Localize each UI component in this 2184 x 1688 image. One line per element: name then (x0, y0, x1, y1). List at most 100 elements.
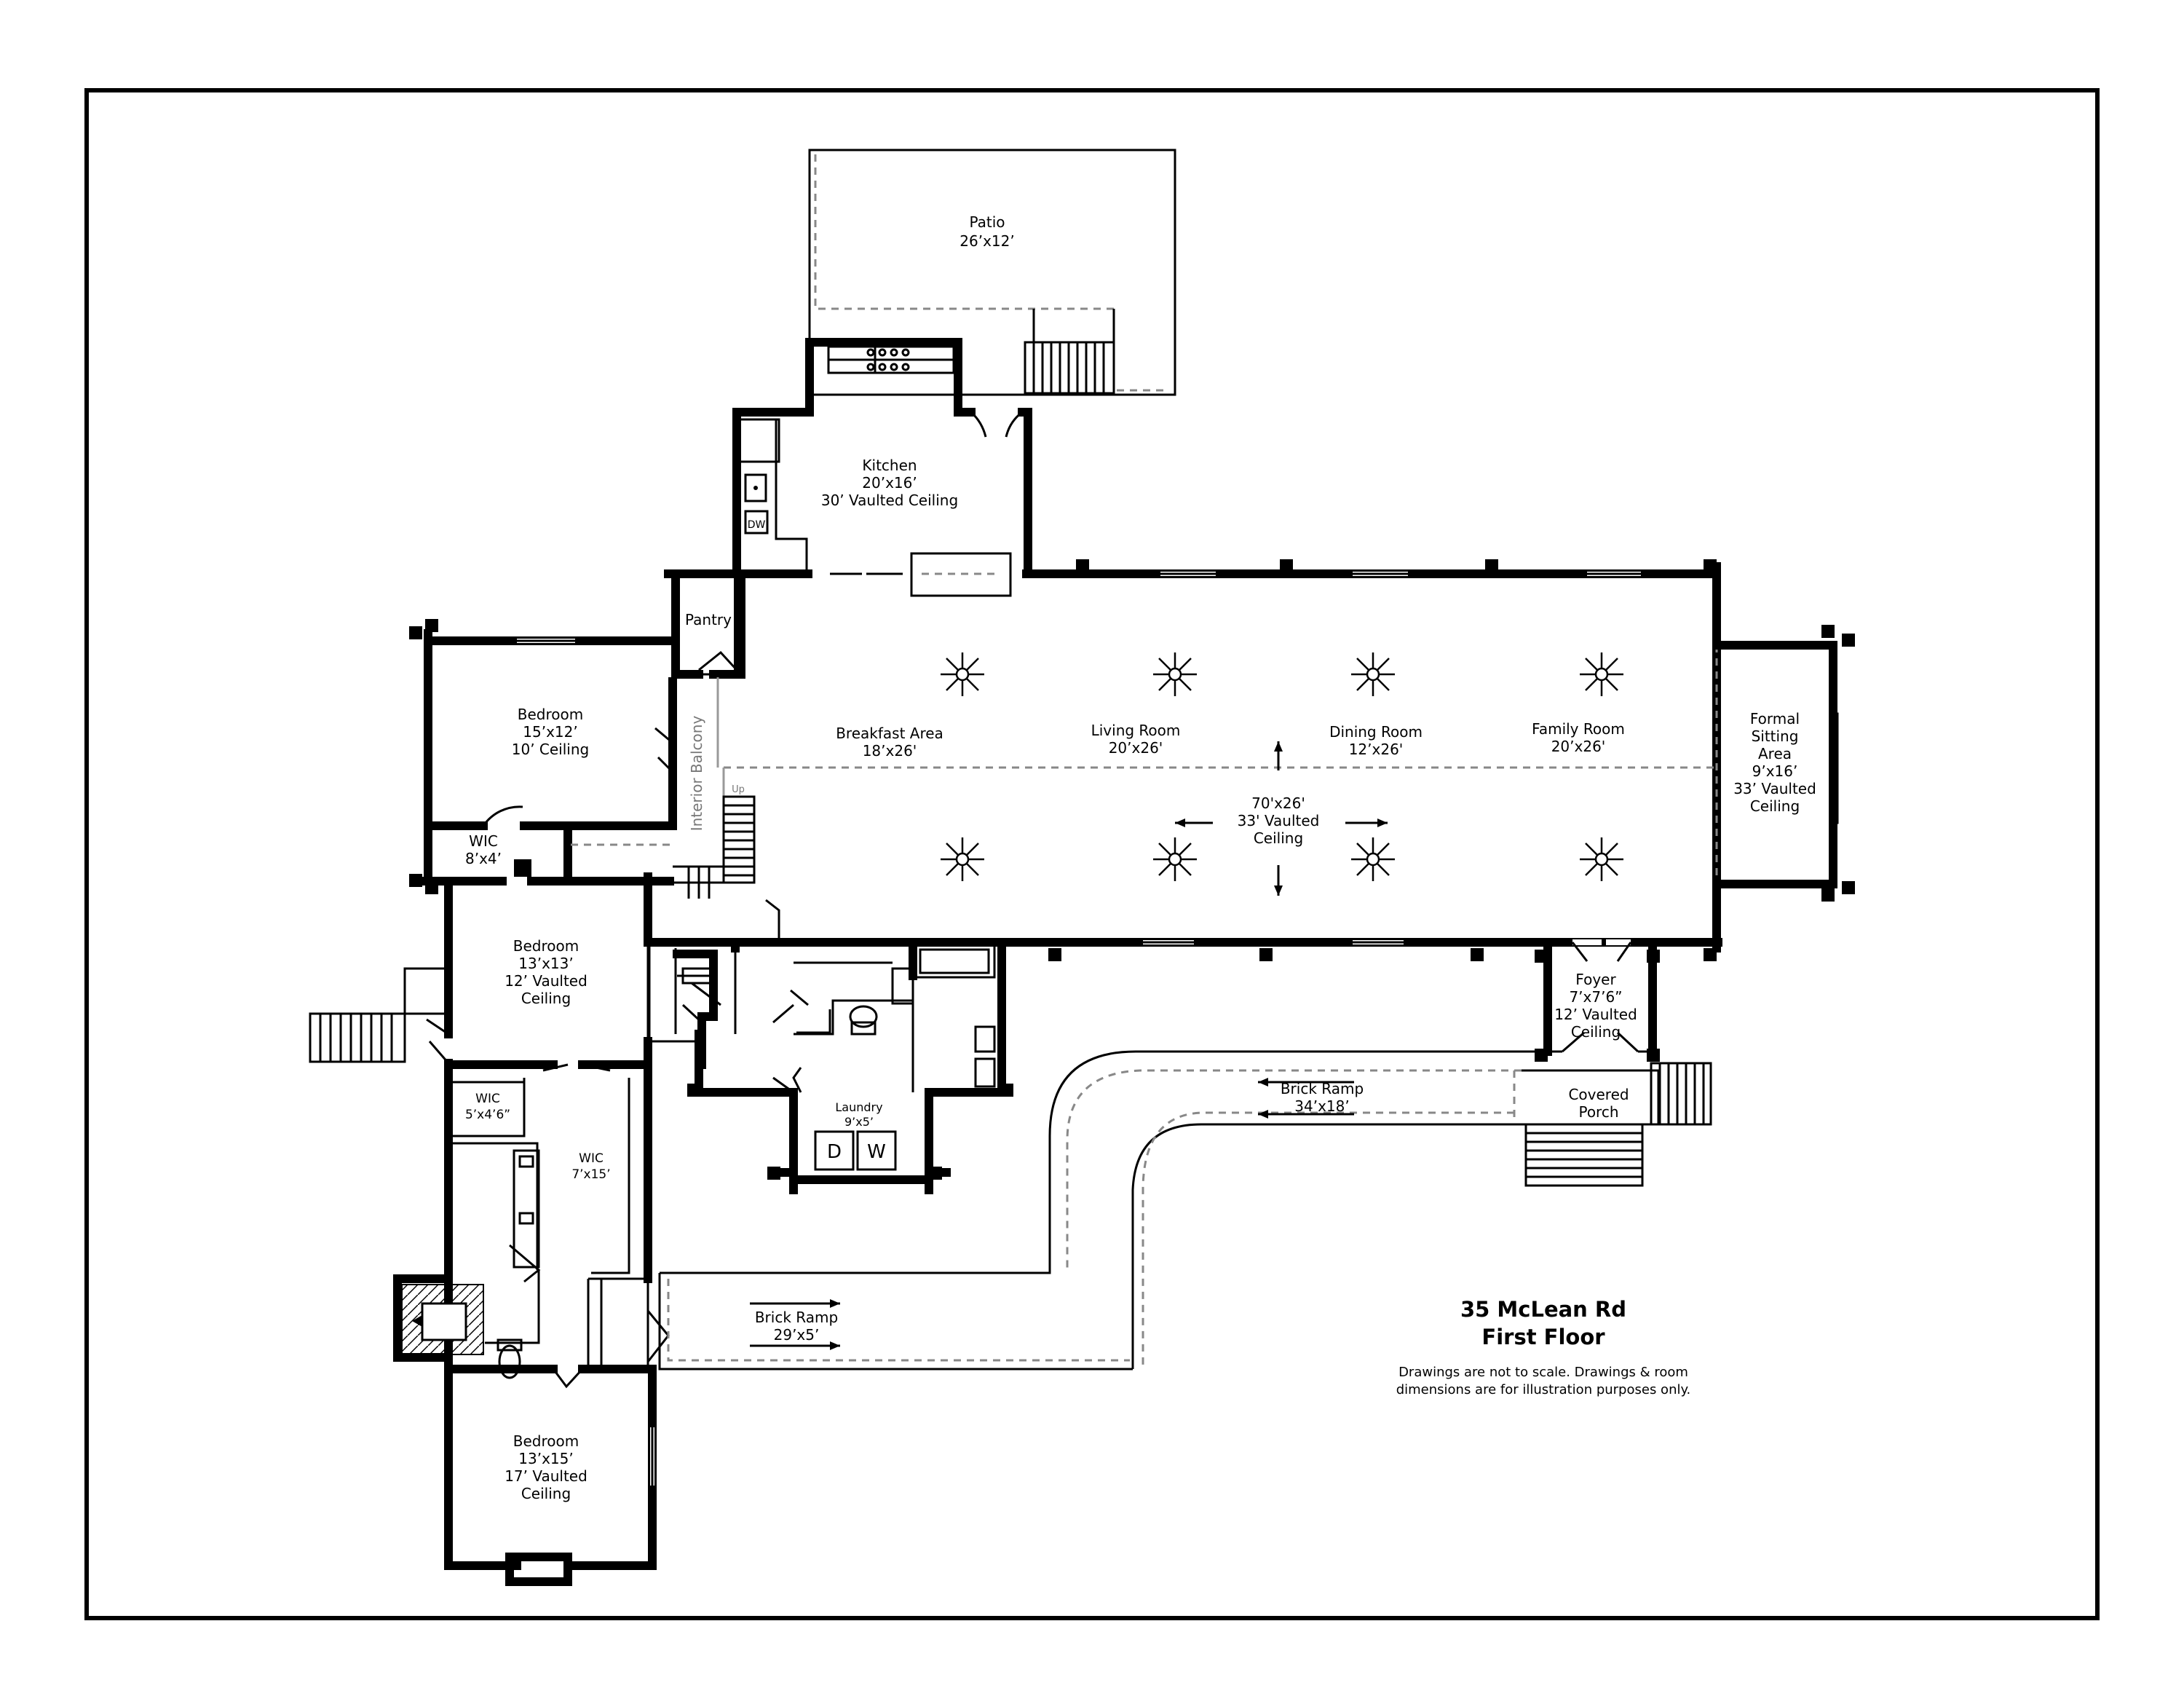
label-patio: Patio 26’x12’ (960, 213, 1014, 250)
room-ceiling: Ceiling (521, 1485, 571, 1502)
room-name: Porch (1578, 1103, 1618, 1121)
label-foyer: Foyer 7’x7’6” 12’ Vaulted Ceiling (1554, 971, 1637, 1041)
room-ceiling: 10’ Ceiling (512, 741, 589, 758)
label-kitchen: Kitchen 20’x16’ 30’ Vaulted Ceiling (821, 457, 958, 509)
dishwasher-label: DW (748, 519, 766, 531)
fireplace-left (393, 1274, 484, 1403)
label-covered-porch: Covered Porch (1568, 1086, 1629, 1121)
room-dimensions: 18’x26' (863, 742, 917, 760)
patio (808, 149, 1176, 396)
room-dimensions: 9’x16’ (1752, 762, 1798, 780)
plan-disclaimer: Drawings are not to scale. Drawings & ro… (1398, 1365, 1688, 1380)
plan-title-block: 35 McLean Rd First Floor Drawings are no… (1396, 1297, 1691, 1397)
dimension-arrows (1175, 741, 1388, 896)
brick-ramp-lower (658, 1273, 1133, 1370)
label-wic3: WIC 7’x15’ (571, 1151, 610, 1182)
room-name: Laundry (835, 1100, 882, 1114)
room-dimensions: 13’x15’ (518, 1450, 573, 1467)
room-dimensions: 20’x26' (1551, 738, 1606, 755)
room-name: Breakfast Area (836, 725, 943, 742)
bathroom-walls (695, 938, 1006, 1097)
room-ceiling: Ceiling (521, 990, 571, 1007)
room-name: WIC (469, 832, 498, 850)
storage-stairs (674, 948, 721, 1034)
bedroom1-posts (409, 619, 438, 894)
dryer-label: D (827, 1141, 842, 1163)
bedroom2-stairs (309, 1012, 406, 1063)
room-ceiling: 12’ Vaulted (1554, 1006, 1637, 1023)
label-pantry: Pantry (685, 611, 732, 628)
room-name: WIC (579, 1151, 604, 1166)
stairs-up-label: Up (732, 784, 745, 795)
room-ceiling: Ceiling (1254, 829, 1303, 847)
balcony-label: Interior Balcony (688, 716, 705, 832)
room-ceiling: 30’ Vaulted Ceiling (821, 492, 958, 509)
plan-disclaimer: dimensions are for illustration purposes… (1396, 1382, 1691, 1397)
label-living: Living Room 20’x26' (1091, 722, 1181, 757)
laundry-walls (695, 961, 1006, 1194)
room-ceiling: 33’ Vaulted (1733, 780, 1816, 797)
room-dimensions: 8’x4’ (465, 850, 502, 867)
room-name: Brick Ramp (1281, 1080, 1364, 1097)
room-name: Bedroom (513, 937, 579, 955)
label-dining: Dining Room 12’x26' (1329, 723, 1423, 758)
room-name: Foyer (1575, 971, 1616, 988)
room-dimensions: 5’x4’6” (465, 1108, 510, 1122)
washer-label: W (867, 1141, 886, 1163)
great-room-posts (1048, 559, 1717, 961)
room-dimensions: 13’x13’ (518, 955, 573, 972)
label-laundry: Laundry 9’x5’ D W (827, 1100, 886, 1163)
brick-ramp-upper (660, 1050, 1548, 1369)
formal-sitting-walls (1712, 641, 1839, 888)
room-name: Area (1758, 745, 1792, 762)
room-dimensions: 9’x5’ (844, 1115, 874, 1129)
ceiling-fans (941, 652, 1623, 881)
room-dimensions: 26’x12’ (960, 232, 1014, 250)
label-brick-ramp-lower: Brick Ramp 29’x5’ (755, 1309, 838, 1344)
room-dimensions: 70'x26' (1251, 794, 1305, 812)
room-name: Kitchen (862, 457, 917, 474)
room-dimensions: 7’x15’ (571, 1167, 610, 1182)
label-bedroom2: Bedroom 13’x13’ 12’ Vaulted Ceiling (505, 937, 587, 1007)
label-brick-ramp-upper: Brick Ramp 34’x18’ (1281, 1080, 1364, 1115)
room-name: Family Room (1532, 720, 1625, 738)
room-dimensions: 15’x12’ (523, 723, 577, 741)
room-ceiling: Ceiling (1750, 797, 1800, 815)
room-name: Brick Ramp (755, 1309, 838, 1326)
room-ceiling: 33' Vaulted (1238, 812, 1320, 829)
room-dimensions: 12’x26' (1349, 741, 1404, 758)
plan-floor: First Floor (1481, 1325, 1605, 1349)
room-name: Patio (969, 213, 1005, 231)
patio-steps (1024, 341, 1115, 395)
room-name: Formal (1750, 710, 1800, 727)
room-name: Covered (1568, 1086, 1629, 1103)
room-name: WIC (475, 1092, 500, 1106)
room-ceiling: Ceiling (1571, 1023, 1621, 1041)
room-dimensions: 29’x5’ (774, 1326, 820, 1344)
label-family: Family Room 20’x26' (1532, 720, 1625, 755)
bedroom3-walls (444, 1365, 657, 1586)
label-bedroom1: Bedroom 15’x12’ 10’ Ceiling (512, 706, 589, 758)
room-name: Pantry (685, 611, 732, 628)
hall-closet (648, 942, 718, 1069)
wic1-walls (428, 805, 677, 886)
room-dimensions: 34’x18’ (1294, 1097, 1349, 1115)
wic3-walls (542, 1060, 652, 1369)
formal-sitting-posts (1821, 625, 1855, 902)
room-name: Bedroom (518, 706, 583, 723)
label-formal-sitting: Formal Sitting Area 9’x16’ 33’ Vaulted C… (1733, 710, 1816, 815)
room-ceiling: 17’ Vaulted (505, 1467, 587, 1485)
room-name: Sitting (1752, 727, 1799, 745)
room-dimensions: 20’x26' (1109, 739, 1163, 757)
room-ceiling: 12’ Vaulted (505, 972, 587, 990)
master-bath (448, 1142, 541, 1379)
ramp-door-walls (587, 1279, 670, 1369)
label-great-room: 70'x26' 33' Vaulted Ceiling (1238, 794, 1320, 847)
label-interior-balcony: Interior Balcony Up (688, 716, 745, 832)
room-name: Dining Room (1329, 723, 1423, 741)
room-dimensions: 7’x7’6” (1569, 988, 1622, 1006)
plan-address: 35 McLean Rd (1460, 1297, 1626, 1322)
label-breakfast: Breakfast Area 18’x26' (836, 725, 943, 760)
room-dimensions: 20’x16’ (862, 474, 917, 492)
